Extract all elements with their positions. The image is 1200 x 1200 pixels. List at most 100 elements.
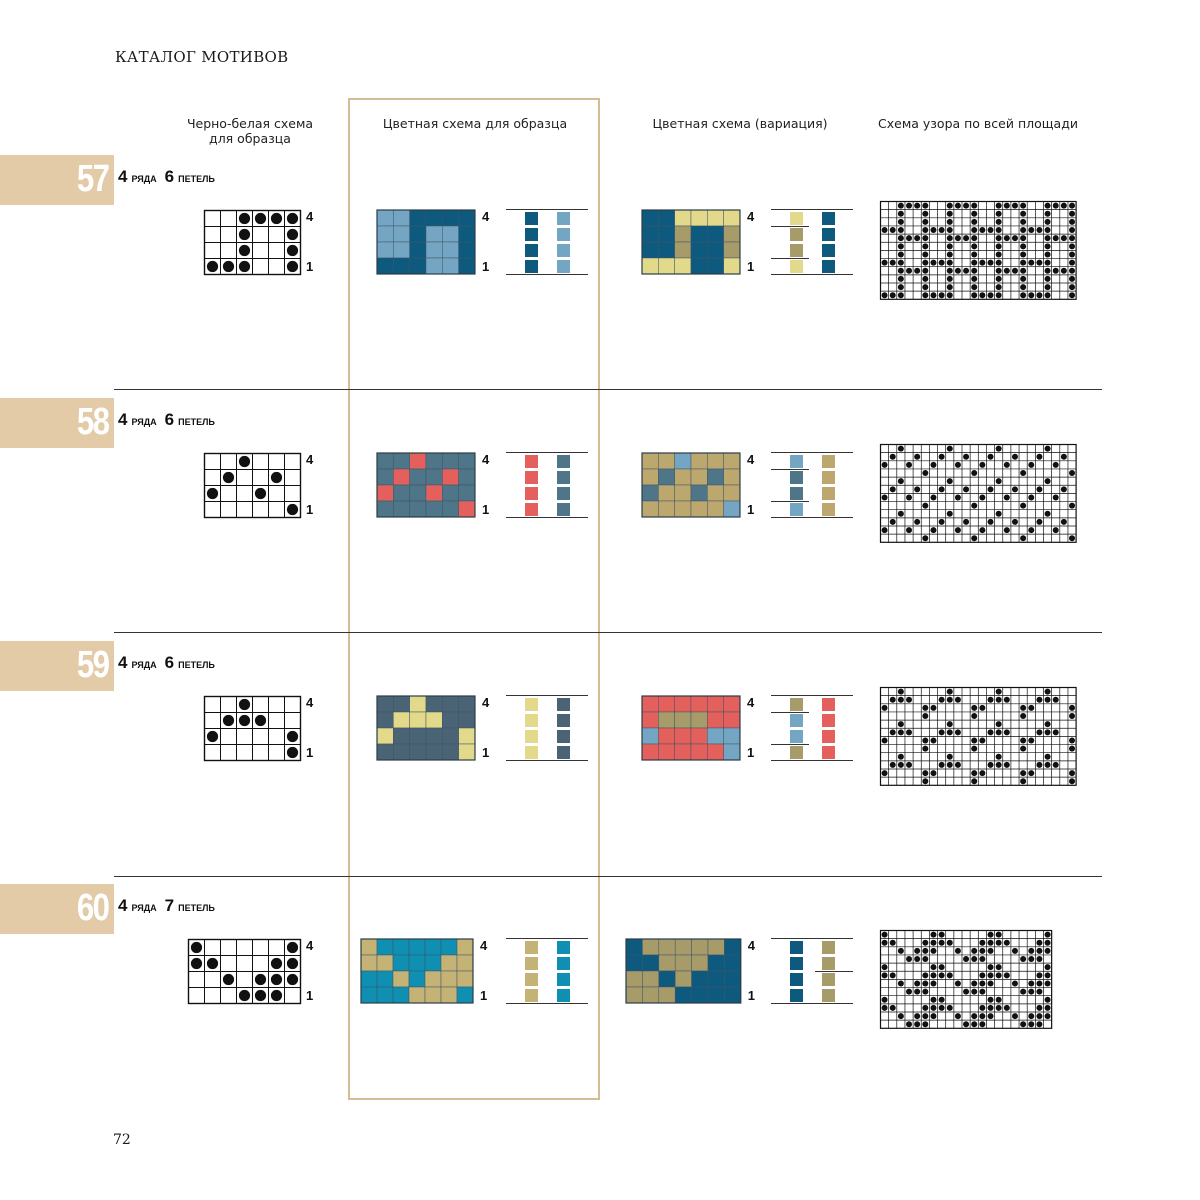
stitch-dot (1036, 292, 1043, 299)
stitch-dot (995, 227, 1002, 234)
stitch-dot (1003, 1004, 1010, 1011)
stitch-dot (946, 275, 953, 282)
color-legend (506, 452, 588, 518)
color-chart (376, 695, 476, 761)
yarn-swatch (822, 228, 835, 241)
yarn-swatch (557, 244, 570, 257)
stitch-dot (922, 284, 929, 291)
variation-cell (674, 743, 692, 761)
variation-cell (658, 452, 675, 470)
rows-word: РЯДА (131, 174, 157, 184)
yarn-swatch (790, 228, 803, 241)
stitch-dot (954, 527, 961, 534)
stitch-dot (897, 227, 904, 234)
stitch-dot (954, 947, 961, 954)
stitch-dot (889, 972, 896, 979)
yarn-swatch (790, 941, 803, 954)
yarn-swatch (525, 714, 538, 727)
stitch-dot (1020, 275, 1027, 282)
variation-cell (707, 954, 725, 972)
yarn-swatch (525, 746, 538, 759)
stitch-dot (995, 292, 1002, 299)
stitch-dot (897, 445, 904, 452)
color-cell (425, 484, 443, 502)
stitch-dot (1044, 202, 1051, 209)
stitch-dot (979, 972, 986, 979)
stitch-dot (922, 535, 929, 542)
variation-legend (771, 209, 853, 275)
color-cell (440, 986, 458, 1004)
yarn-swatch (525, 503, 538, 516)
color-cell (425, 257, 443, 275)
stitch-dot (1011, 947, 1018, 954)
stitch-dot (946, 729, 953, 736)
stitch-dot (1020, 243, 1027, 250)
color-cell (393, 225, 410, 243)
stitch-dot (995, 729, 1002, 736)
variation-cell (641, 695, 659, 713)
variation-cell (707, 986, 725, 1004)
stitch-dot (930, 292, 937, 299)
stitch-dot (897, 259, 904, 266)
yarn-swatch (557, 941, 570, 954)
stitch-dot (1052, 527, 1059, 534)
stitch-dot (906, 988, 913, 995)
stitch-dot (254, 714, 267, 727)
stitch-dot (995, 721, 1002, 728)
stitch-dot (1044, 210, 1051, 217)
yarn-swatch (557, 973, 570, 986)
stitch-dot (881, 704, 888, 711)
stitch-dot (238, 244, 251, 257)
stitch-dot (946, 510, 953, 517)
stitch-dot (971, 210, 978, 217)
motif-number: 58 (76, 401, 110, 443)
color-cell (425, 468, 443, 486)
stitch-dot (1069, 745, 1076, 752)
stitch-dot (995, 275, 1002, 282)
stitch-dot (914, 202, 921, 209)
color-cell (458, 241, 476, 259)
stitch-dot (922, 704, 929, 711)
color-cell (458, 727, 476, 745)
color-cell (458, 500, 476, 518)
yarn-swatch (822, 714, 835, 727)
yarn-swatch (822, 455, 835, 468)
variation-legend (771, 452, 853, 518)
stitch-dot (979, 988, 986, 995)
stitch-dot (1060, 235, 1067, 242)
stitch-dot (1020, 284, 1027, 291)
stitch-dot (938, 696, 945, 703)
color-cell (442, 209, 459, 227)
row-label-bottom: 1 (306, 745, 314, 760)
color-chart (376, 209, 476, 275)
stitch-dot (1044, 721, 1051, 728)
stitch-dot (1011, 1013, 1018, 1020)
stitch-dot (897, 267, 904, 274)
row-label-bottom: 1 (747, 988, 756, 1003)
color-cell (458, 484, 476, 502)
yarn-swatch (525, 471, 538, 484)
color-cell (392, 954, 410, 972)
stitch-dot (1028, 988, 1035, 995)
stitch-dot (881, 770, 888, 777)
stitch-dot (897, 688, 904, 695)
stitch-dot (971, 980, 978, 987)
yarn-swatch (822, 730, 835, 743)
stitch-dot (1028, 292, 1035, 299)
stitch-dot (979, 947, 986, 954)
stitches-count: 6 (164, 653, 175, 672)
stitch-dot (930, 461, 937, 468)
stitch-dot (1020, 713, 1027, 720)
stitch-dot (946, 972, 953, 979)
stitch-dot (1003, 202, 1010, 209)
variation-cell (707, 452, 724, 470)
stitch-dot (1011, 202, 1018, 209)
stitch-dot (1011, 453, 1018, 460)
stitch-dot (963, 988, 970, 995)
stitch-dot (938, 729, 945, 736)
stitch-dot (889, 292, 896, 299)
color-cell (393, 500, 410, 518)
stitch-dot (1036, 696, 1043, 703)
stitch-dot (987, 486, 994, 493)
row-label-top: 4 (481, 695, 490, 710)
